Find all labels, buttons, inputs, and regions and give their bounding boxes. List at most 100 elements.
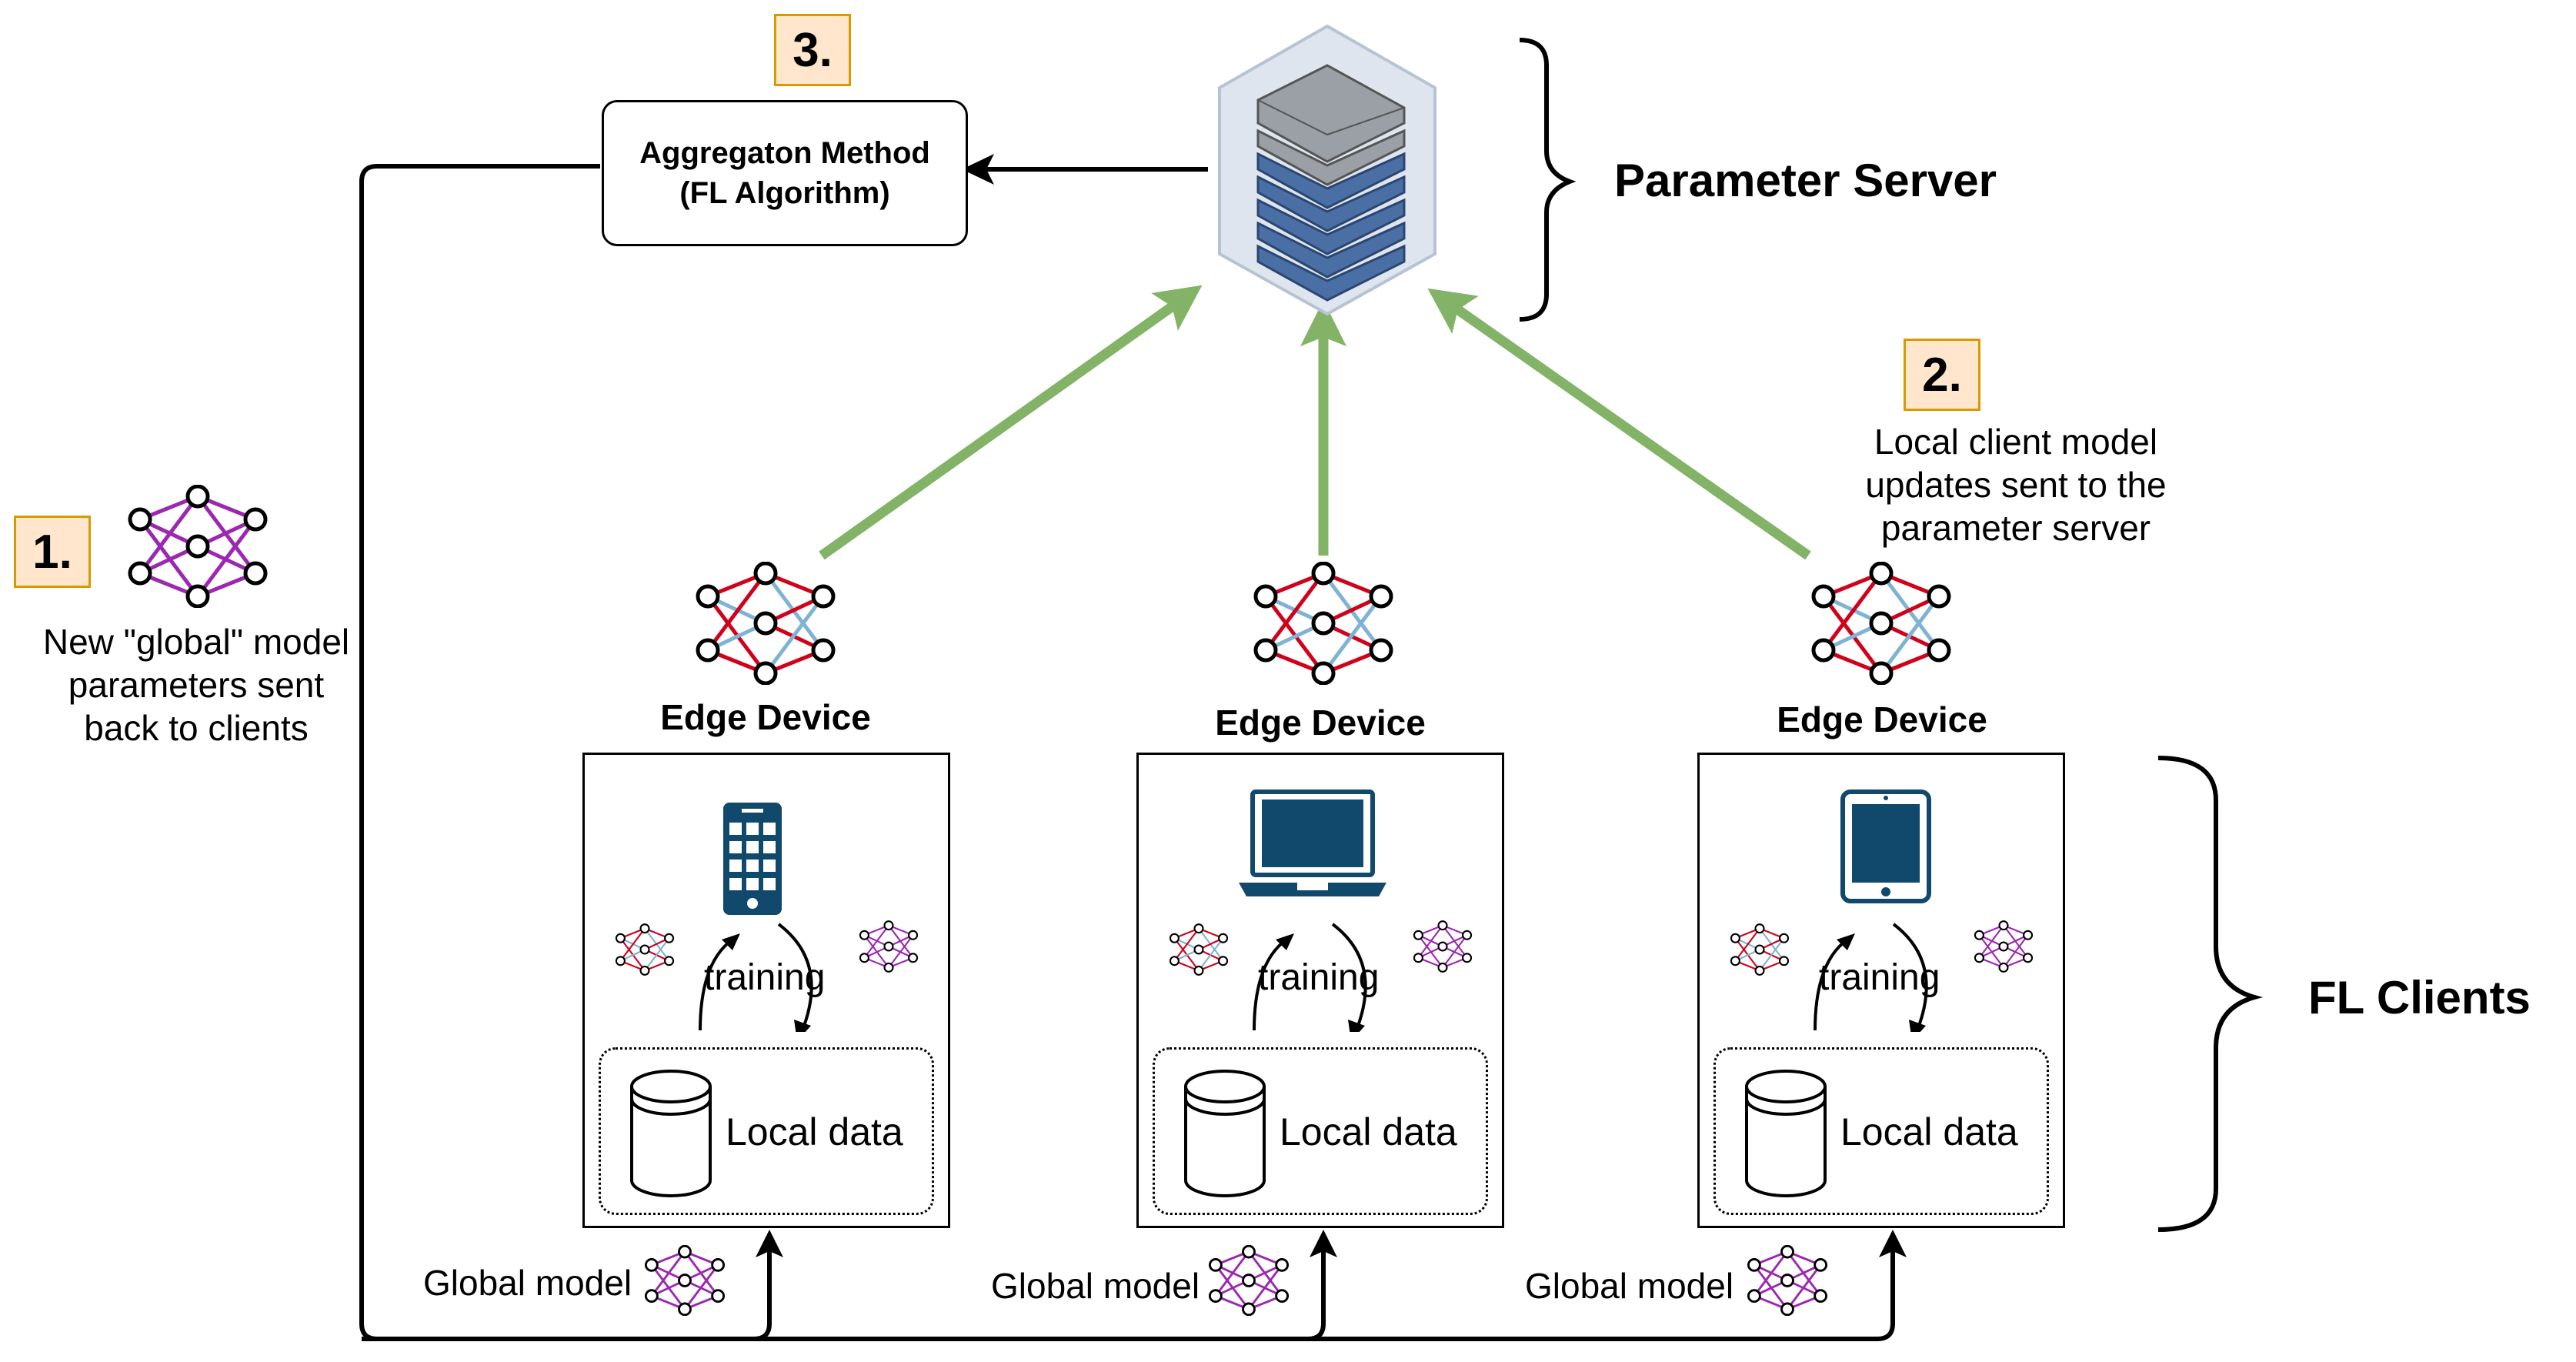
global-model-arrowhead-center (1310, 1230, 1337, 1257)
global-model-arrowhead-left (756, 1230, 783, 1257)
nn-edge (619, 928, 646, 962)
nn-node (1779, 933, 1790, 943)
client2-model-update-icon (1253, 562, 1393, 685)
device1-global-model-icon (859, 920, 919, 973)
nn-node (1974, 953, 1984, 963)
nn-node (1780, 1302, 1794, 1316)
nn-node (639, 923, 650, 934)
nn-node (753, 611, 778, 636)
device3-local-data-label: Local data (1840, 1110, 2018, 1153)
training-cycle-arrows (1814, 923, 1928, 1032)
client1-model-update-icon (696, 562, 836, 685)
device2-training-label: training (1258, 957, 1380, 998)
nn-node (1437, 920, 1448, 931)
nn-node (1754, 944, 1765, 955)
nn-node (1747, 1289, 1761, 1304)
nn-edge (706, 572, 767, 652)
nn-node (1413, 930, 1423, 940)
nn-edge (1753, 1250, 1789, 1297)
nn-node (1253, 584, 1278, 609)
nn-node (1814, 1257, 1828, 1272)
device1-title: Edge Device (660, 697, 871, 737)
nn-node (2023, 953, 2034, 963)
nn-edge (1734, 928, 1760, 962)
step1-line3: back to clients (84, 708, 309, 748)
nn-node (1369, 584, 1393, 609)
server-to-aggregation-arrowhead (962, 154, 994, 185)
nn-node (128, 507, 152, 532)
server-rack-icon (1218, 24, 1436, 316)
nn-node (1369, 638, 1393, 663)
device1-box: training Local data (582, 753, 950, 1228)
nn-node (1998, 962, 2009, 973)
nn-edge (650, 1250, 686, 1297)
device2-global-model-label: Global model (991, 1266, 1200, 1306)
rack-units (1256, 64, 1406, 302)
nn-node (1169, 956, 1180, 966)
nn-node (1927, 638, 1951, 663)
nn-node (1730, 933, 1740, 943)
aggregation-method-box: Aggregaton Method (FL Algorithm) (602, 100, 968, 246)
nn-node (644, 1289, 659, 1304)
step2-line3: parameter server (1880, 508, 2151, 548)
nn-node (1754, 923, 1765, 934)
nn-edge (2003, 934, 2029, 968)
nn-node (1218, 933, 1229, 943)
device1-local-data-box: Local data (599, 1047, 934, 1215)
step2-badge: 2. (1904, 339, 1980, 411)
client3-model-update-icon (1811, 562, 1951, 685)
nn-edge (1442, 934, 1468, 968)
nn-node (1208, 1257, 1223, 1272)
step1-badge: 1. (14, 516, 91, 588)
nn-node (2023, 930, 2034, 940)
laptop-icon (1239, 789, 1386, 896)
nn-edge (1417, 925, 1443, 959)
nn-node (185, 584, 210, 608)
nn-edge (1880, 595, 1940, 675)
device3-local-data-box: Local data (1713, 1047, 2049, 1215)
device3-global-model-icon (1974, 920, 2034, 973)
parameter-server-label: Parameter Server (1614, 155, 1997, 206)
parameter-server-brace (1519, 38, 1577, 322)
smartphone-icon (723, 803, 782, 915)
device2-title: Edge Device (1215, 703, 1426, 743)
nn-node (1311, 611, 1336, 636)
fl-clients-label: FL Clients (2308, 972, 2531, 1023)
nn-node (696, 638, 720, 663)
device1-local-model-icon (615, 923, 675, 976)
nn-node (1193, 965, 1204, 976)
step1-line1: New "global" model (42, 622, 350, 662)
nn-node (1730, 956, 1740, 966)
global-model-drop-left (362, 1247, 772, 1341)
nn-edge (1822, 572, 1883, 652)
device3-title: Edge Device (1777, 699, 1987, 739)
nn-node (859, 953, 869, 963)
nn-node (1242, 1302, 1256, 1316)
upload-arrow-left (819, 285, 1203, 560)
device2-local-model-icon (1169, 923, 1229, 976)
nn-node (753, 562, 778, 586)
nn-node (1998, 941, 2009, 952)
nn-node (711, 1289, 726, 1304)
nn-node (1208, 1289, 1223, 1304)
nn-node (1780, 1245, 1794, 1259)
nn-node (678, 1245, 692, 1259)
nn-node (639, 965, 650, 976)
nn-node (644, 1257, 659, 1272)
nn-edge (683, 1264, 719, 1310)
global-model-neural-net-icon (128, 485, 268, 608)
nn-node (711, 1257, 726, 1272)
nn-node (243, 507, 268, 532)
nn-node (243, 561, 268, 586)
nn-edge (863, 925, 889, 959)
device3-box: training Local data (1697, 753, 2065, 1228)
device2-global-model-icon (1413, 920, 1473, 973)
global-model-arrowhead-right (1879, 1230, 1907, 1257)
nn-node (1437, 941, 1448, 952)
device1-local-data-label: Local data (726, 1110, 903, 1153)
nn-node (639, 944, 650, 955)
nn-edge (1214, 1250, 1250, 1297)
nn-node (1169, 933, 1180, 943)
step1-line2: parameters sent (68, 665, 325, 705)
